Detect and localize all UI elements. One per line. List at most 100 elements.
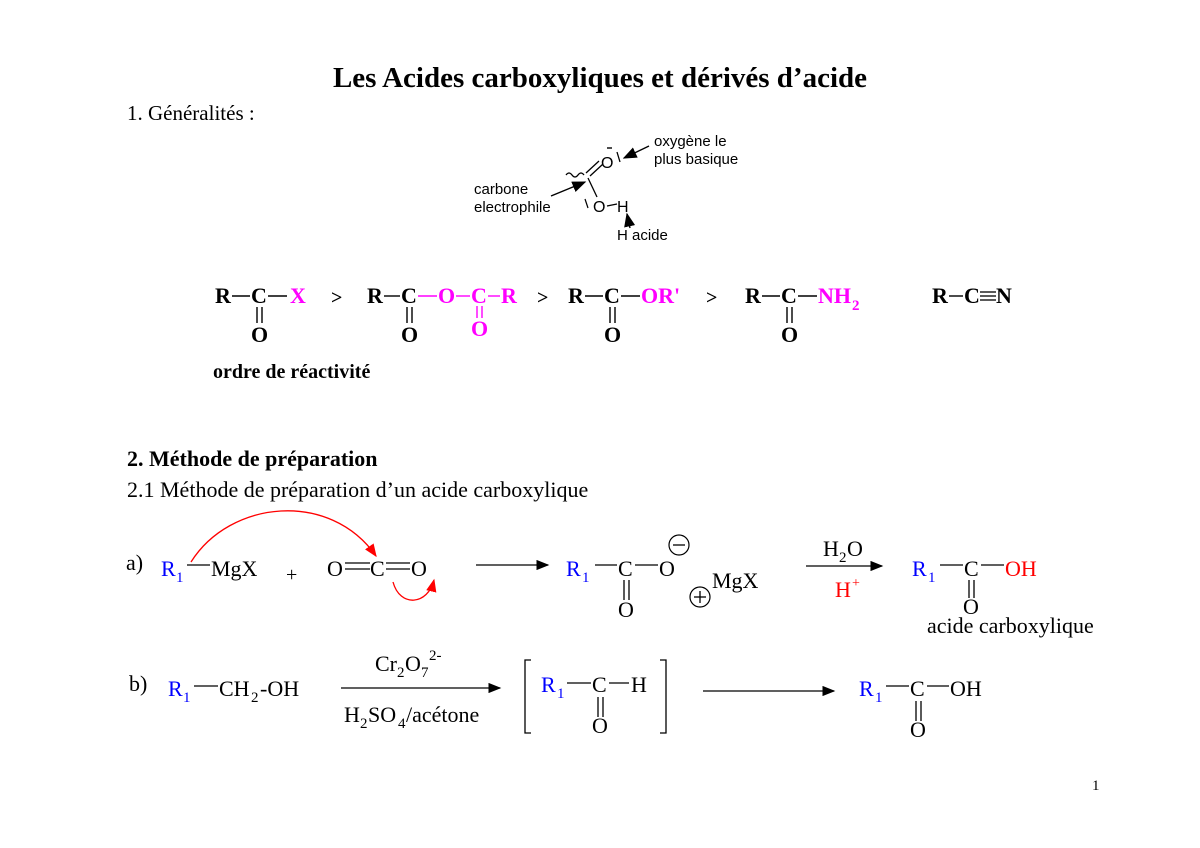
negative-charge (668, 534, 690, 556)
svg-text:4: 4 (398, 716, 406, 732)
curved-arrow-shift (392, 578, 437, 601)
carboxylic-acid-structure: O O H oxygène le plus basique carbone el… (474, 133, 738, 244)
svg-text:2: 2 (839, 550, 847, 566)
svg-text:C: C (251, 283, 267, 308)
svg-text:R: R (541, 672, 556, 697)
annot-h-acid: H acide (617, 227, 668, 244)
svg-text:C: C (592, 672, 607, 697)
page-title: Les Acides carboxyliques et dérivés d’ac… (332, 62, 868, 94)
svg-text:R: R (367, 283, 384, 308)
svg-text:C: C (604, 283, 620, 308)
svg-text:O: O (471, 316, 488, 341)
svg-text:1: 1 (183, 690, 191, 706)
svg-text:1: 1 (557, 686, 565, 702)
o-lone-pair-right (616, 151, 621, 163)
svg-text:MgX: MgX (712, 568, 759, 593)
c-o-double-bond (589, 163, 604, 177)
reactivity-caption: ordre de réactivité (213, 361, 370, 383)
svg-text:2: 2 (852, 298, 860, 314)
section-1-heading: 1. Généralités : (127, 101, 255, 125)
hydrolysis-conditions: H 2 O H + (806, 536, 884, 602)
svg-text:1: 1 (176, 570, 184, 586)
svg-text:1: 1 (928, 570, 936, 586)
svg-text:O: O (659, 556, 675, 581)
svg-text:H: H (631, 672, 647, 697)
svg-text:H: H (835, 577, 851, 602)
svg-text:acide carboxylique: acide carboxylique (927, 613, 1094, 638)
svg-text:Cr: Cr (375, 651, 398, 676)
arrow-oxygen (622, 145, 650, 159)
c-o-double-bond-2 (585, 160, 600, 174)
svg-text:O: O (251, 322, 268, 347)
acyl-halide: R C X O (215, 283, 306, 347)
svg-text:R: R (501, 283, 518, 308)
carboxylic-acid-product-b: R 1 C OH O (859, 676, 982, 742)
svg-text:2-: 2- (429, 648, 442, 664)
svg-text:H: H (344, 702, 360, 727)
svg-text:R: R (161, 556, 176, 581)
annot-carbon-line2: electrophile (474, 199, 551, 216)
svg-text:O: O (618, 597, 634, 622)
annot-oxygen-line1: oxygène le (654, 133, 727, 150)
greater-sign-1: > (331, 287, 342, 309)
svg-text:R: R (168, 676, 183, 701)
svg-text:O: O (401, 322, 418, 347)
o-lone-pair-left (584, 198, 589, 209)
svg-text:R: R (745, 283, 762, 308)
annot-oxygen-line2: plus basique (654, 151, 738, 168)
svg-text:C: C (370, 556, 385, 581)
plus-sign: + (286, 564, 297, 586)
svg-text:H: H (823, 536, 839, 561)
c-o-single-bond (587, 177, 598, 198)
nitrile: R C N (932, 283, 1012, 308)
amide: R C NH 2 O (745, 283, 860, 347)
svg-text:2: 2 (397, 665, 405, 681)
curved-arrow-attack (190, 510, 377, 563)
svg-text:+: + (852, 576, 860, 591)
svg-text:O: O (910, 717, 926, 742)
greater-sign-3: > (706, 287, 717, 309)
atom-o-top: O (601, 155, 613, 172)
svg-text:X: X (290, 283, 306, 308)
svg-text:OH: OH (950, 676, 982, 701)
grignard: R 1 (161, 556, 184, 586)
reactivity-order: R C X O > R C O C R O O > (213, 283, 1012, 383)
svg-text:-OH: -OH (260, 676, 299, 701)
svg-text:/acétone: /acétone (406, 702, 479, 727)
svg-text:O: O (411, 556, 427, 581)
svg-text:C: C (618, 556, 633, 581)
annot-carbon-line1: carbone (474, 181, 528, 198)
svg-text:O: O (847, 536, 863, 561)
svg-text:CH: CH (219, 676, 250, 701)
svg-text:OH: OH (1005, 556, 1037, 581)
section-2-heading: 2. Méthode de préparation (127, 446, 378, 471)
section-2-1-heading: 2.1 Méthode de préparation d’un acide ca… (127, 477, 589, 502)
greater-sign-2: > (537, 287, 548, 309)
aldehyde-intermediate: R 1 C H O (524, 659, 667, 738)
carboxylic-acid-product: R 1 C OH O acide carboxylique (912, 556, 1094, 638)
svg-text:OR': OR' (641, 283, 680, 308)
svg-text:C: C (401, 283, 417, 308)
wavy-bond (565, 172, 585, 178)
svg-text:O: O (327, 556, 343, 581)
svg-text:R: R (932, 283, 949, 308)
arrow-carbon (550, 181, 587, 197)
arrow-h-acid (624, 212, 636, 229)
svg-text:2: 2 (251, 690, 259, 706)
reaction-a-label: a) (126, 550, 143, 575)
atom-h: H (617, 199, 629, 216)
svg-text:C: C (471, 283, 487, 308)
carbon-dioxide: O C O (327, 556, 427, 581)
svg-text:MgX: MgX (211, 556, 258, 581)
anhydride: R C O C R O O (367, 283, 518, 347)
reaction-b: b) R 1 CH 2 -OH Cr 2 O 7 2- H 2 SO 4 /ac… (129, 648, 982, 742)
svg-text:N: N (996, 283, 1012, 308)
svg-text:C: C (964, 556, 979, 581)
svg-text:R: R (912, 556, 927, 581)
svg-text:SO: SO (368, 702, 396, 727)
page-number: 1 (1092, 778, 1100, 794)
svg-text:C: C (964, 283, 980, 308)
svg-text:1: 1 (875, 690, 883, 706)
svg-text:R: R (215, 283, 232, 308)
svg-text:O: O (781, 322, 798, 347)
